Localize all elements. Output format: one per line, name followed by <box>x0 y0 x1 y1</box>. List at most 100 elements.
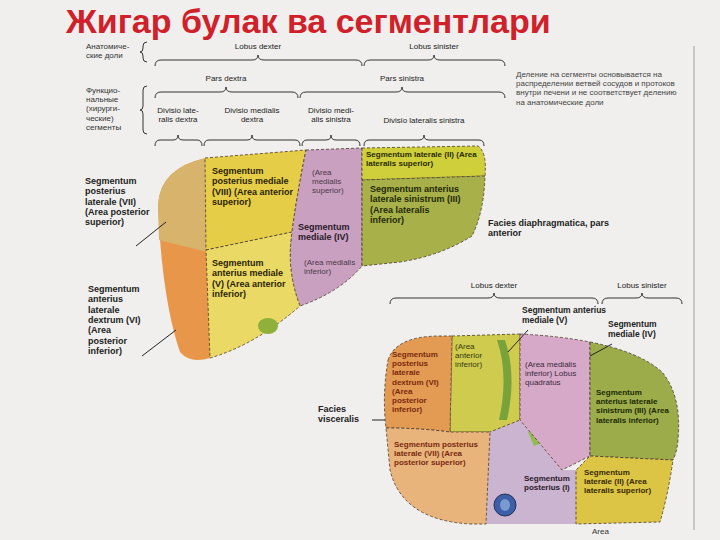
part-name: Pars dextra <box>186 74 266 83</box>
leader-line <box>508 330 528 352</box>
segment-name: Segmentum laterale (II) (Area lateralis … <box>366 150 482 168</box>
bracket <box>364 135 484 146</box>
text-holder: Segmentum laterale (II) (Area lateralis … <box>584 468 658 496</box>
vena-cava-lumen <box>500 499 510 511</box>
segment-area <box>362 146 485 180</box>
segment-name: (Area medialis inferior) Lobus quadratus <box>525 360 585 388</box>
frame-line <box>693 46 695 530</box>
bracket <box>364 55 505 66</box>
area-label: Area <box>592 527 632 536</box>
text-holder: Pars dextra <box>186 74 266 83</box>
segment-area <box>576 456 673 524</box>
segment-name: Segmentum laterale (II) (Area lateralis … <box>584 468 658 496</box>
text-holder: Функцио- нальные (хирурги- ческие) сегме… <box>86 86 138 132</box>
text-holder: (Area medialis superior) <box>312 168 360 196</box>
text-holder: Facies visceralis <box>318 404 380 425</box>
lobe-name: Lobus dexter <box>444 281 544 290</box>
text-holder: Segmentum anterius laterale dextrum (VI)… <box>88 284 150 356</box>
segment-name: Segmentum posterius mediale (VIII) (Area… <box>212 166 296 207</box>
segment-name: Segmentum posterius laterale dextrum (VI… <box>392 350 448 414</box>
segment-area <box>590 342 679 460</box>
part-name: Pars sinistra <box>362 74 442 83</box>
text-holder: Divisio medi- alis sinistra <box>303 106 359 124</box>
surface-name: Facies visceralis <box>318 404 380 425</box>
bracket <box>602 293 682 304</box>
text-holder: Facies diaphragmatica, pars anterior <box>488 218 610 239</box>
segment-name: (Area medialis inferior) <box>304 258 358 276</box>
leader-line <box>590 344 612 356</box>
leader-line <box>372 420 385 421</box>
segment-callout: Segmentum posterius (I) <box>524 474 576 492</box>
liver-segment-vii <box>158 158 208 252</box>
liver-segment: Segmentum anterius laterale sinistrum (I… <box>588 340 682 462</box>
text-holder: Divisio medialis dextra <box>215 106 289 124</box>
text-holder: Segmentum anterius mediale (V) <box>522 306 614 326</box>
bracket <box>302 135 360 146</box>
text-holder: Segmentum posterius (I) <box>524 474 576 492</box>
slide-title: Жигар булак ва сегментлари <box>66 2 706 41</box>
text-holder: Segmentum anterius mediale (V) (Area ant… <box>212 258 288 299</box>
segment-callout: Segmentum anterius laterale dextrum (VI)… <box>88 284 150 356</box>
text-holder: Lobus dexter <box>444 281 544 290</box>
text-holder: Segmentum posterius laterale (VII) (Area… <box>394 440 480 468</box>
leader-line <box>142 330 176 356</box>
note-text: Деление на сегменты основывается на расп… <box>516 70 684 107</box>
segment-callout: Segmentum anterius mediale (V) <box>522 306 614 326</box>
row-heading: Функцио- нальные (хирурги- ческие) сегме… <box>86 86 138 132</box>
liver-segment: Segmentum posterius laterale dextrum (VI… <box>382 334 454 434</box>
lobe-name: Lobus sinister <box>389 42 479 51</box>
liver-segment: (Area medialis inferior) Lobus quadratus <box>518 332 592 472</box>
text-holder: Lobus sinister <box>389 42 479 51</box>
segment-area <box>384 336 452 432</box>
text-holder: (Area anterior inferior) <box>455 342 495 370</box>
text-holder: Segmentum mediale (IV) <box>608 320 680 340</box>
segment-name: Segmentum anterius laterale sinistrum (I… <box>596 388 670 425</box>
liver-segment: (Area medialis superior) Segmentum medial… <box>286 146 364 308</box>
liver-segment: Segmentum anterius laterale sinistrum (I… <box>360 174 488 268</box>
segment-area <box>290 148 362 306</box>
segment-callout: Segmentum mediale (IV) <box>608 320 680 340</box>
text-holder: Анатомиче- ские доли <box>86 42 138 60</box>
leader-line <box>136 222 166 246</box>
text-holder: Divisio lateralis sinistra <box>364 116 484 125</box>
text-holder: Segmentum posterius laterale dextrum (VI… <box>392 350 448 414</box>
liver-segment: (Area anterior inferior) <box>450 332 522 434</box>
brace <box>140 86 147 134</box>
segment-name: Segmentum anterius mediale (V) (Area ant… <box>212 258 288 299</box>
liver-segment: Segmentum laterale (II) (Area lateralis … <box>572 452 678 526</box>
bracket <box>155 55 362 66</box>
liver-segment: Segmentum posterius laterale (VII) (Area… <box>384 424 492 526</box>
text-holder: Segmentum mediale (IV) <box>298 222 360 243</box>
text-holder: Деление на сегменты основывается на расп… <box>516 70 684 107</box>
text-holder: Area <box>592 527 632 536</box>
segment-name: (Area medialis superior) <box>312 168 360 196</box>
vena-cava <box>494 494 516 516</box>
lobe-name: Lobus dexter <box>208 42 308 51</box>
division-name: Divisio medialis dextra <box>215 106 289 124</box>
text-holder: Divisio late- ralis dextra <box>150 106 206 124</box>
liver-segment: Segmentum anterius mediale (V) (Area ant… <box>204 230 304 362</box>
bracket <box>204 135 300 146</box>
gallbladder <box>258 318 278 334</box>
text-holder: Segmentum anterius laterale sinistrum (I… <box>370 184 462 225</box>
text-holder: Segmentum laterale (II) (Area lateralis … <box>366 150 482 168</box>
segment-name: Segmentum anterius laterale sinistrum (I… <box>370 184 462 225</box>
division-name: Divisio late- ralis dextra <box>150 106 206 124</box>
segment-area <box>450 334 520 432</box>
segment-shape <box>518 332 592 472</box>
liver-segment-vi <box>158 158 211 360</box>
text-holder: Segmentum anterius laterale sinistrum (I… <box>596 388 670 425</box>
division-name: Divisio lateralis sinistra <box>364 116 484 125</box>
text-holder: (Area medialis inferior) <box>304 258 358 276</box>
segment-area <box>386 428 490 524</box>
segment-name: Segmentum mediale (IV) <box>298 222 360 243</box>
text-holder: Lobus dexter <box>208 42 308 51</box>
row-heading: Анатомиче- ские доли <box>86 42 138 60</box>
segment-callout: Segmentum posterius laterale (VII) (Area… <box>85 176 155 228</box>
text-holder: Segmentum posterius mediale (VIII) (Area… <box>212 166 296 207</box>
bracket <box>155 87 298 98</box>
brace <box>140 42 147 62</box>
segment-shape <box>384 424 492 526</box>
segment-name: Segmentum posterius laterale (VII) (Area… <box>394 440 480 468</box>
